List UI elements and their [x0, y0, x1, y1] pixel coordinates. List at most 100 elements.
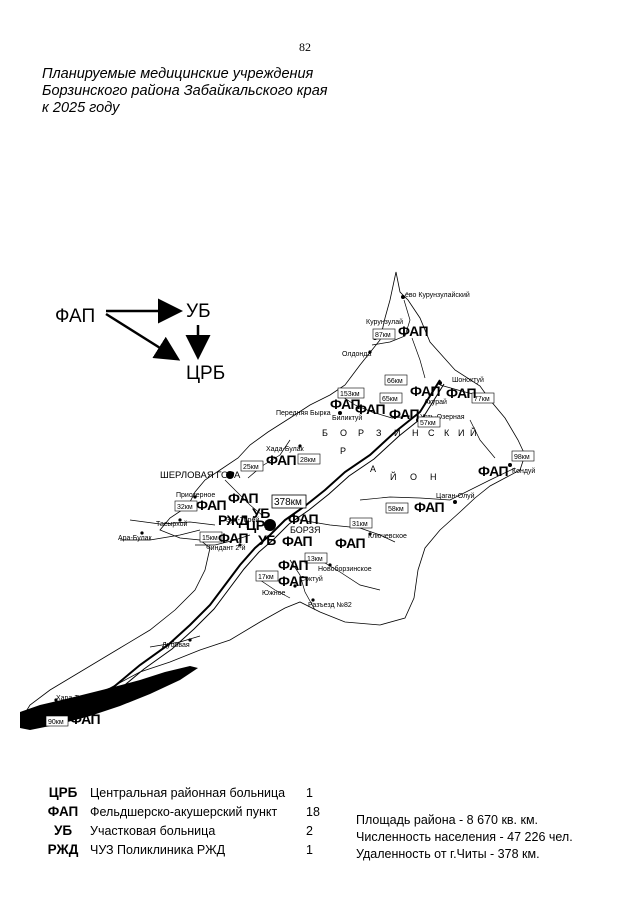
place-yuzhnoe: Южное	[262, 590, 286, 597]
facility-crb: ЦРБ	[246, 517, 275, 533]
facility-fap: ФАП	[218, 530, 249, 546]
region-letter: Й	[470, 427, 477, 438]
legend-abbr: РЖД	[47, 842, 79, 857]
facility-fap: ФАП	[266, 452, 297, 468]
place-names: ёво Курунзулайский Курунзулай Олдонда Шо…	[56, 291, 535, 715]
region-letter: С	[428, 428, 436, 438]
facility-fap: ФАП	[398, 323, 429, 339]
place-biliktuy: Биликтуй	[332, 414, 362, 422]
facility-labels: ФАП ФАП ФАП ФАП ФАП ФАП ФАП ФАП ФАП ФАП …	[70, 323, 509, 727]
map-title: Планируемые медицинские учреждения Борзи…	[42, 66, 402, 117]
distance-label: 98км	[514, 454, 530, 461]
facility-fap: ФАП	[228, 490, 259, 506]
distance-label: 15км	[202, 535, 218, 542]
region-letter: Р	[358, 428, 365, 438]
legend-abbr: ФАП	[47, 804, 79, 819]
legend-count: 2	[306, 824, 313, 838]
facility-fap: ФАП	[278, 573, 309, 589]
place-borzya: БОРЗЯ	[290, 525, 320, 535]
place-razezd-82: Разъезд №82	[308, 602, 352, 609]
region-letter: О	[340, 428, 348, 438]
facility-fap: ФАП	[282, 533, 313, 549]
distance-label: 90км	[48, 719, 64, 726]
legend-row: УБ Участковая больница 2	[38, 823, 338, 842]
facility-fap: ФАП	[414, 499, 445, 515]
place-hara-torum: Хара-Торум	[56, 695, 95, 702]
legend-count: 1	[306, 786, 313, 800]
stat-distance: Удаленность от г.Читы - 378 км.	[356, 847, 540, 861]
legend-desc: ЧУЗ Поликлиника РЖД	[90, 843, 226, 857]
scheme-fap-label: ФАП	[55, 306, 95, 327]
legend-row: РЖД ЧУЗ Поликлиника РЖД 1	[38, 842, 338, 861]
arrow-fap-to-crb	[105, 312, 181, 361]
place-akuray: Акурай	[424, 398, 447, 406]
stat-area: Площадь района - 8 670 кв. км.	[356, 813, 539, 827]
region-letter: З	[376, 428, 382, 438]
place-konduy: Кондуй	[512, 467, 535, 475]
place-kurunzulay-station: ёво Курунзулайский	[405, 291, 470, 299]
place-chindant: Чиндант 2-й	[206, 544, 246, 552]
distance-label: 153км	[340, 391, 360, 398]
distance-label: 57км	[420, 420, 436, 427]
facility-ub: УБ	[258, 532, 276, 548]
region-letter: О	[410, 472, 418, 482]
distance-label: 77км	[474, 396, 490, 403]
region-letter: Й	[390, 471, 397, 482]
region-letter: А	[370, 464, 377, 474]
legend-desc: Участковая больница	[90, 824, 216, 838]
scheme-ub-label: УБ	[186, 301, 211, 322]
legend: ЦРБ Центральная районная больница 1 ФАП …	[38, 785, 338, 861]
place-novoborzinskoe: Новоборзинское	[318, 565, 372, 573]
stat-population: Численность населения - 47 226 чел.	[356, 830, 573, 844]
region-letter: Р	[340, 446, 347, 456]
region-letter: Н	[430, 472, 438, 482]
district-stats: Площадь района - 8 670 кв. км. Численнос…	[356, 812, 573, 863]
place-oldonda: Олдонда	[342, 351, 371, 358]
legend-count: 18	[306, 805, 320, 819]
facility-fap: ФАП	[478, 463, 509, 479]
place-peredniya-byrka: Передняя Бырка	[276, 410, 331, 417]
place-zun-torey: Зун-Торей	[226, 516, 259, 524]
place-tasyrkhoy: Тасырхой	[156, 520, 188, 528]
place-klyuchevskoe: Ключевское	[368, 533, 407, 540]
legend-abbr: УБ	[53, 823, 73, 838]
place-soktuy: Соктуй	[300, 575, 323, 583]
distance-label: 25км	[243, 464, 259, 471]
place-shonoktuy: Шоноктуй	[452, 376, 484, 384]
facility-fap: ФАП	[335, 535, 366, 551]
scheme-crb-label: ЦРБ	[186, 363, 225, 384]
title-line-3: к 2025 году	[42, 100, 120, 116]
region-letter: И	[458, 428, 465, 438]
facility-fap: ФАП	[70, 711, 101, 727]
place-ust-ozernaya: Усть-Озерная	[420, 414, 465, 421]
facility-fap: ФАП	[330, 396, 361, 412]
distance-labels: 87км 66км 153км 65км 77км 57км 25км 28км…	[45, 328, 535, 727]
facility-fap: ФАП	[196, 497, 227, 513]
distance-label: 17км	[258, 574, 274, 581]
title-line-2: Борзинского района Забайкальского края	[42, 83, 328, 99]
region-letter: Б	[322, 428, 329, 438]
distance-label: 31км	[352, 521, 368, 528]
facility-fap: ФАП	[278, 557, 309, 573]
distance-label: 66км	[387, 378, 403, 385]
legend-desc: Фельдшерско-акушерский пункт	[90, 805, 278, 819]
place-sherlovaya-gora: ШЕРЛОВАЯ ГОРА	[160, 470, 241, 481]
legend-row: ФАП Фельдшерско-акушерский пункт 18	[38, 804, 338, 823]
region-letter: Н	[412, 428, 420, 438]
region-letter: К	[444, 428, 450, 438]
place-ara-bulak: Ара-Булак	[118, 535, 153, 542]
region-letter: И	[394, 428, 401, 438]
distance-label: 378км	[274, 497, 302, 508]
facility-fap: ФАП	[389, 406, 420, 422]
legend-desc: Центральная районная больница	[90, 786, 286, 800]
railway-2	[83, 383, 445, 713]
facility-fap: ФАП	[288, 511, 319, 527]
place-tsagan-oluy: Цаган-Олуй	[436, 492, 475, 500]
state-border	[20, 666, 198, 730]
distance-label: 13км	[307, 556, 323, 563]
roads	[120, 299, 516, 648]
hierarchy-scheme: ФАП УБ ЦРБ	[55, 298, 225, 384]
facility-fap: ФАП	[410, 383, 441, 399]
page-number: 82	[299, 40, 311, 54]
place-dubovaya: Дубовая	[162, 641, 190, 649]
